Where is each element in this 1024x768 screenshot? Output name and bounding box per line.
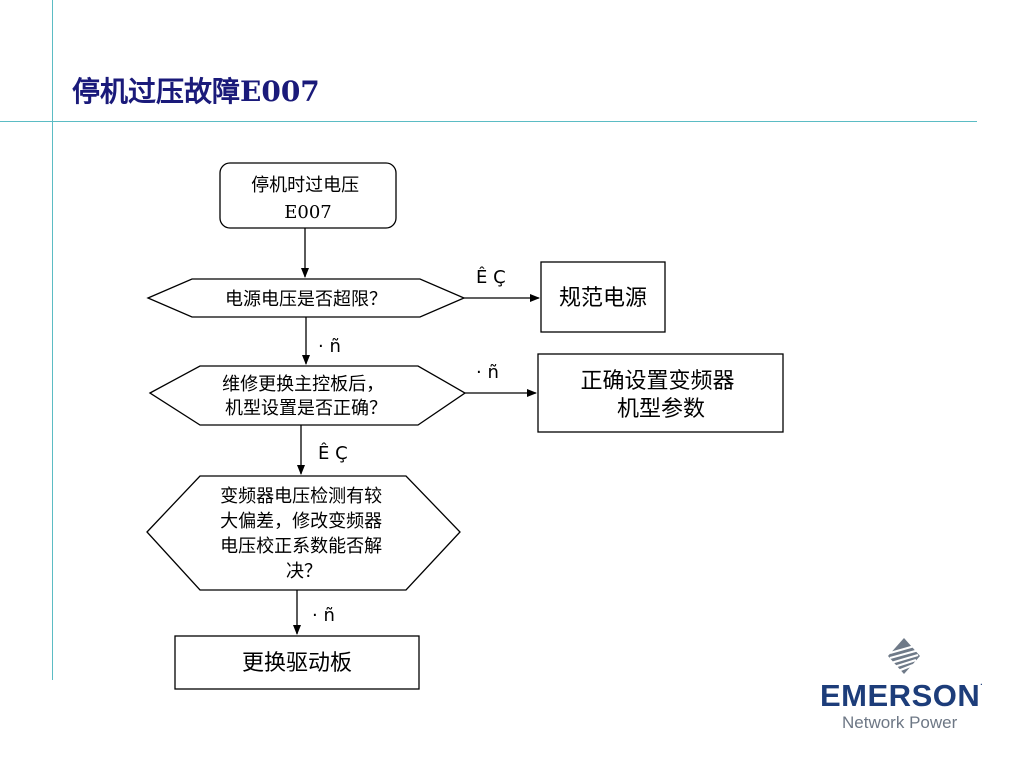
result-normalize-supply-text: 规范电源 [559, 286, 647, 311]
decision-supply-voltage-text: 电源电压是否超限？ [225, 289, 387, 310]
result-set-model-params [537, 353, 784, 433]
end-node-text: 更换驱动板 [242, 651, 352, 676]
end-node [174, 635, 420, 690]
edge-label-q3-no: · ñ [312, 605, 335, 626]
result-set-model-params-text: 正确设置变频器 机型参数 [580, 369, 741, 422]
decision-voltage-calibration-text: 变频器电压检测有较 大偏差，修改变频器 电压校正系数能否解 决？ [220, 486, 388, 582]
result-normalize-supply [540, 261, 666, 333]
emerson-brand-text: EMERSON. [820, 678, 983, 713]
vertical-accent-line [52, 0, 53, 680]
edge-label-q1-no: · ñ [318, 336, 341, 357]
decision-model-setting-text: 维修更换主控板后， 机型设置是否正确？ [222, 374, 390, 419]
start-node-text: 停机时过电压 E007 [251, 175, 365, 223]
emerson-diamond-icon [888, 638, 920, 674]
slide-title: 停机过压故障E007 [72, 75, 320, 108]
horizontal-accent-line [0, 121, 977, 122]
edge-label-q2-no: · ñ [476, 362, 499, 383]
emerson-logo: EMERSON. Network Power [820, 636, 995, 736]
edge-label-q1-yes: Ê Ç [476, 266, 506, 288]
decision-voltage-calibration [146, 475, 461, 591]
emerson-tagline: Network Power [842, 713, 958, 732]
edge-label-q2-yes: Ê Ç [318, 442, 348, 464]
start-node [219, 162, 397, 229]
